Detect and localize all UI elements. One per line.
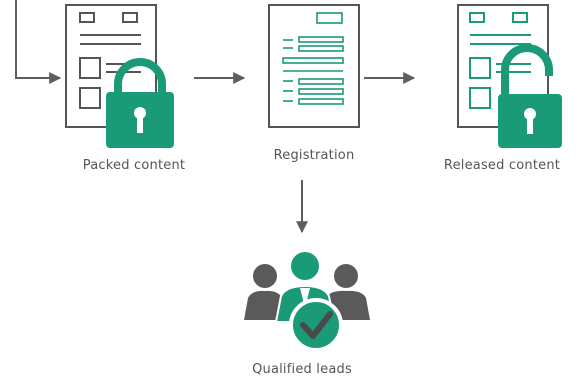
registration-label: Registration: [273, 148, 355, 163]
locked-padlock-icon: [106, 58, 174, 148]
qualified-leads-label: Qualified leads: [252, 362, 352, 377]
check-badge-icon: [289, 298, 343, 352]
released-content-node: [457, 4, 562, 148]
people-group-icon: [244, 250, 370, 323]
form-document-icon: [268, 4, 360, 128]
arrow-entry-to-packed: [15, 0, 62, 84]
released-content-label: Released content: [443, 158, 561, 173]
unlocked-padlock-icon: [498, 44, 562, 148]
qualified-leads-node: [244, 250, 370, 352]
packed-content-node: [65, 4, 174, 148]
connectors: [15, 0, 416, 234]
packed-content-label: Packed content: [82, 158, 186, 173]
registration-node: [268, 4, 360, 128]
